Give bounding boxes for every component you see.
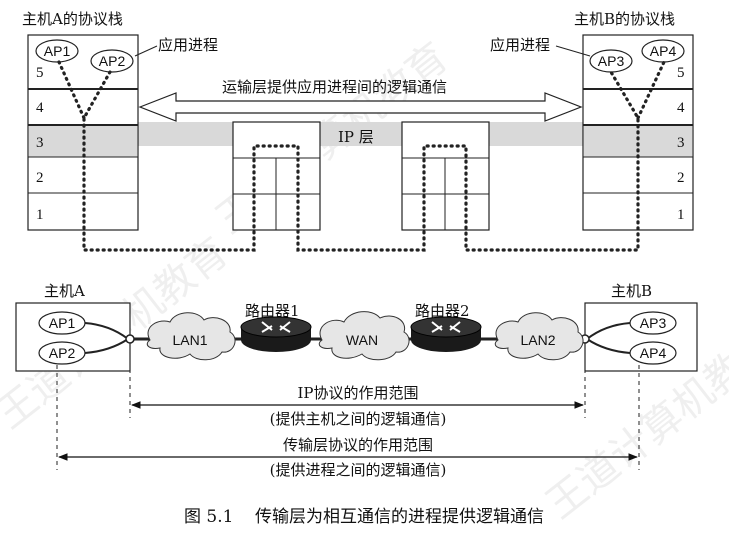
router1-label: 路由器1 <box>245 302 300 320</box>
router2-stack <box>401 121 490 231</box>
host-b-ap4-label: AP4 <box>640 345 667 361</box>
transport-double-arrow <box>138 92 583 122</box>
host-a-port <box>125 334 135 344</box>
stack-a-ap2-label: AP2 <box>99 53 126 69</box>
router1: 路由器1 <box>240 302 312 352</box>
ip-layer-label: IP 层 <box>338 128 374 146</box>
stack-b-ap3-label: AP3 <box>598 53 625 69</box>
stack-a-ap2 <box>90 49 134 73</box>
stack-b-layer-1: 1 <box>677 207 685 223</box>
stack-b: 5 4 3 2 1 AP3 AP4 <box>582 34 694 231</box>
transport-comm-label: 运输层提供应用进程间的逻辑通信 <box>222 78 447 96</box>
stack-a-title: 主机A的协议栈 <box>22 10 123 28</box>
router1-stack <box>232 121 321 231</box>
host-b-ap3-label: AP3 <box>640 315 667 331</box>
data-path-top <box>57 60 666 252</box>
wan-cloud: WAN <box>318 311 410 361</box>
host-a-ap2-label: AP2 <box>49 345 76 361</box>
stack-a-ap1-label: AP1 <box>44 43 71 59</box>
host-b-label: 主机B <box>611 282 652 300</box>
router1-arrows-icon <box>261 321 291 333</box>
ip-layer-band <box>138 122 583 146</box>
stack-a-layer-1: 1 <box>36 207 44 223</box>
app-process-label-left: 应用进程 <box>158 36 218 54</box>
stack-a-layer3-shade <box>29 125 137 157</box>
ip-scope-text-1: IP协议的作用范围 <box>297 384 418 402</box>
router2-arrows-icon <box>431 321 461 333</box>
app-process-label-right: 应用进程 <box>490 36 550 54</box>
router2: 路由器2 <box>410 302 482 352</box>
stack-a-layer-4: 4 <box>36 100 44 116</box>
stack-a-layer-2: 2 <box>36 170 44 186</box>
host-a-ap1-label: AP1 <box>49 315 76 331</box>
transport-scope-text-2: (提供进程之间的逻辑通信) <box>270 461 447 479</box>
lan1-label: LAN1 <box>172 332 207 348</box>
host-a-label: 主机A <box>44 282 85 300</box>
stack-a-layer-3: 3 <box>36 135 44 151</box>
ip-scope-text-2: (提供主机之间的逻辑通信) <box>270 410 447 428</box>
stack-b-layer-3: 3 <box>677 135 685 151</box>
figure-caption: 图 5.1 传输层为相互通信的进程提供逻辑通信 <box>184 507 544 527</box>
lan2-cloud: LAN2 <box>494 312 584 361</box>
wan-label: WAN <box>346 332 378 348</box>
stack-b-layer-2: 2 <box>677 170 685 186</box>
lan1-cloud: LAN1 <box>146 312 236 361</box>
stack-b-layer-4: 4 <box>677 100 685 116</box>
router2-label: 路由器2 <box>415 302 470 320</box>
stack-b-layer-5: 5 <box>677 65 685 81</box>
lan2-label: LAN2 <box>520 332 555 348</box>
stack-a-ap1 <box>35 39 79 63</box>
stack-b-ap4-label: AP4 <box>650 43 677 59</box>
transport-scope-text-1: 传输层协议的作用范围 <box>283 436 433 454</box>
stack-a-layer-5: 5 <box>36 65 44 81</box>
stack-b-title: 主机B的协议栈 <box>574 10 675 28</box>
